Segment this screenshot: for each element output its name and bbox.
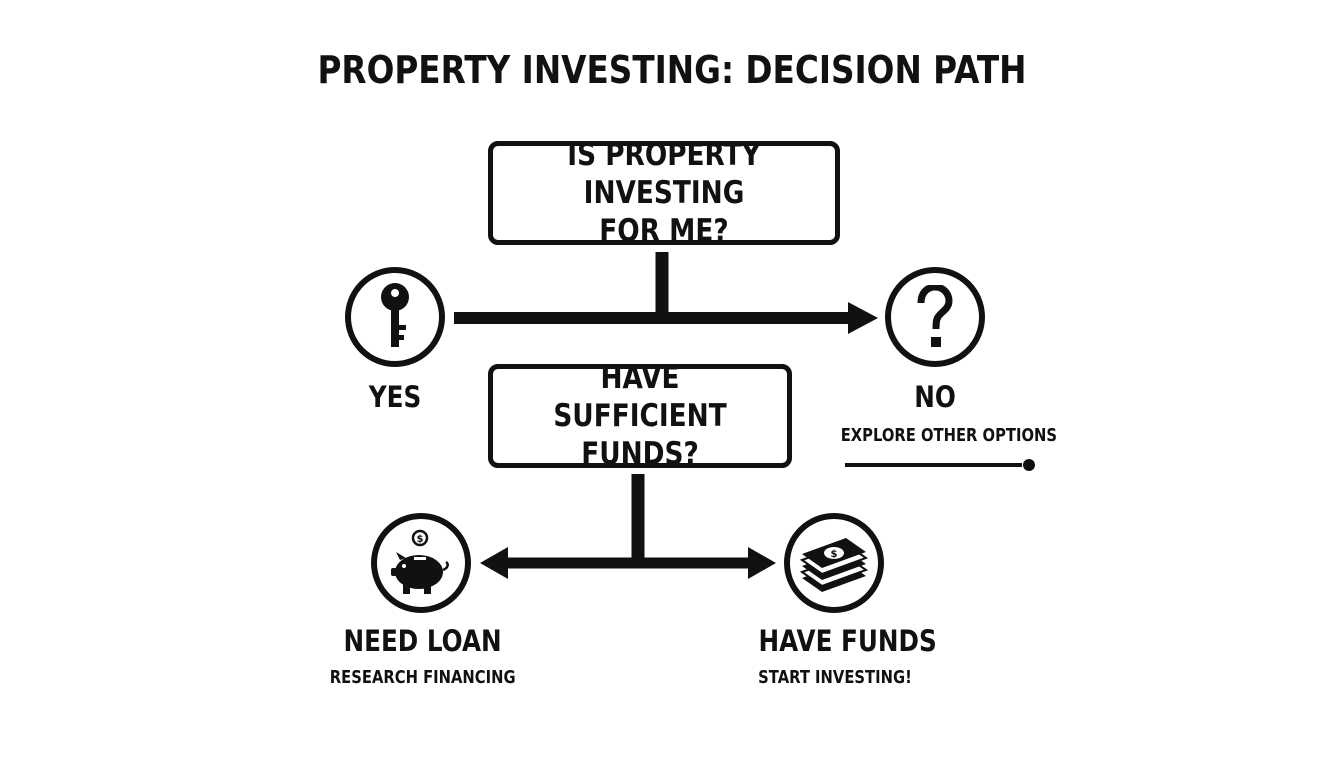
- need-loan-circle: $: [371, 513, 471, 613]
- arrowhead-to-have-funds: [748, 547, 776, 579]
- have-funds-label: HAVE FUNDS: [758, 624, 937, 658]
- no-circle: [885, 267, 985, 367]
- diagram-title: PROPERTY INVESTING: DECISION PATH: [317, 48, 1027, 92]
- decision-box-property-investing: IS PROPERTY INVESTING FOR ME?: [488, 137, 840, 249]
- key-icon: [381, 283, 409, 347]
- decision-text-sufficient-funds: HAVE SUFFICIENT FUNDS?: [553, 360, 727, 472]
- yes-label: YES: [368, 380, 422, 414]
- have-funds-circle: $: [784, 513, 884, 613]
- need-loan-sublabel: RESEARCH FINANCING: [329, 667, 516, 688]
- piggy-bank-icon: $: [391, 529, 449, 594]
- decision-box-sufficient-funds: HAVE SUFFICIENT FUNDS?: [488, 360, 792, 472]
- arrowhead-to-no: [848, 302, 878, 334]
- money-stack-icon: $: [799, 538, 869, 592]
- need-loan-label: NEED LOAN: [343, 624, 502, 658]
- svg-text:$: $: [831, 549, 838, 560]
- no-sublabel: EXPLORE OTHER OPTIONS: [840, 425, 1058, 446]
- have-funds-sublabel: START INVESTING!: [758, 667, 912, 688]
- decision-text-property-investing: IS PROPERTY INVESTING FOR ME?: [567, 137, 761, 249]
- question-mark-icon: [917, 285, 953, 347]
- svg-text:$: $: [417, 534, 424, 545]
- yes-circle: [345, 267, 445, 367]
- no-label: NO: [914, 380, 956, 414]
- no-underline-dot: [1023, 459, 1035, 471]
- arrowhead-to-need-loan: [480, 547, 508, 579]
